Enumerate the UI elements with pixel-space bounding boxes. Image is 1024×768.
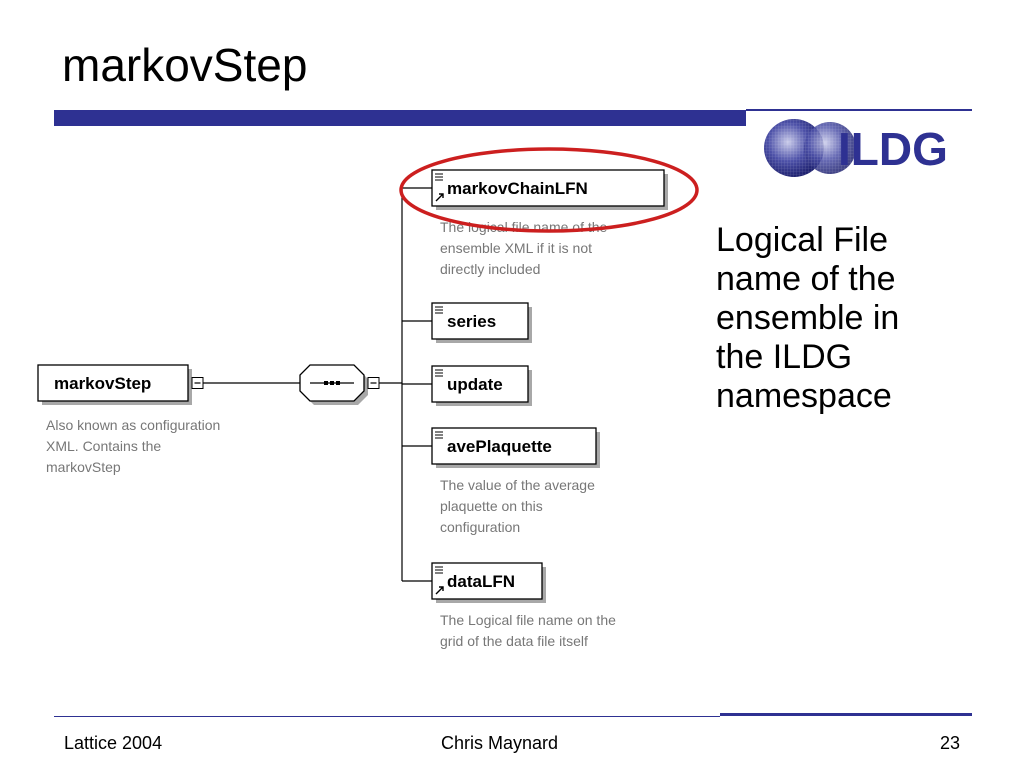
footer-author: Chris Maynard: [441, 733, 559, 753]
child-doc-line: grid of the data file itself: [440, 633, 588, 649]
child-doc-line: plaquette on this: [440, 498, 543, 514]
child-doc-line: The logical file name of the: [440, 219, 608, 235]
footer-page-number: 23: [940, 733, 961, 753]
highlight-circle: [399, 147, 699, 233]
child-doc-line: ensemble XML if it is not: [440, 240, 592, 256]
footer-rule-right: [720, 713, 972, 716]
reference-arrow-icon: [435, 193, 444, 202]
child-element-label: dataLFN: [447, 572, 515, 591]
child-doc-line: directly included: [440, 261, 540, 277]
child-doc-line: The value of the average: [440, 477, 595, 493]
root-doc-line: XML. Contains the: [46, 438, 161, 454]
child-element-box: [431, 302, 529, 340]
root-element-label: markovStep: [54, 374, 151, 393]
slide-title: markovStep: [62, 39, 308, 91]
title-rule-thick: [54, 110, 746, 126]
title-rule-thin: [746, 109, 972, 111]
sequence-dot: [324, 381, 328, 385]
child-doc-line: The Logical file name on the: [440, 612, 616, 628]
child-element-box: [431, 365, 529, 403]
child-element-box: [431, 427, 597, 465]
child-element-label: series: [447, 312, 496, 331]
sequence-dot: [336, 381, 340, 385]
root-element-box: [37, 364, 189, 402]
footer-event: Lattice 2004: [64, 733, 163, 753]
logo-globe-icon: [764, 119, 856, 177]
ildg-logo: ILDG: [764, 119, 948, 177]
annotation-text: Logical File name of the ensemble in the…: [716, 221, 900, 416]
reference-arrow-icon: [435, 586, 444, 595]
child-element-label: update: [447, 375, 503, 394]
child-doc-line: configuration: [440, 519, 520, 535]
root-doc-line: markovStep: [46, 459, 121, 475]
logo-text: ILDG: [838, 123, 948, 175]
child-element-box: [431, 169, 665, 207]
child-element-box: [431, 562, 543, 600]
footer-rule-left: [54, 716, 720, 717]
child-element-label: markovChainLFN: [447, 179, 588, 198]
sequence-dot: [330, 381, 334, 385]
root-doc-line: Also known as configuration: [46, 417, 220, 433]
child-element-label: avePlaquette: [447, 437, 552, 456]
